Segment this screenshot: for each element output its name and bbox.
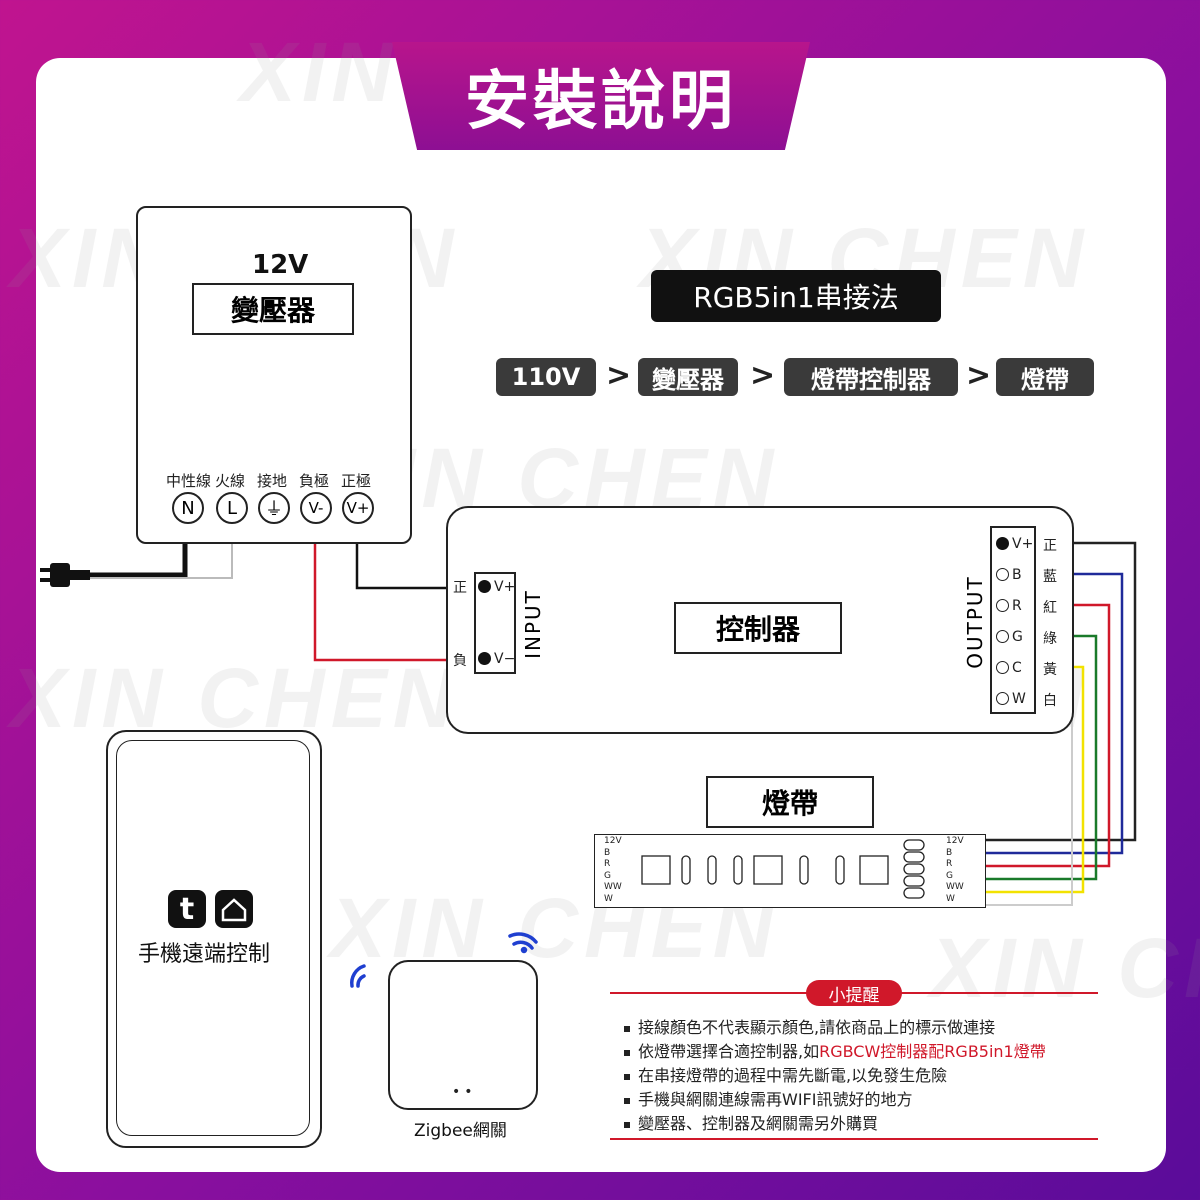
terminal-label: 接地 <box>257 472 288 490</box>
chain-step: 變壓器 <box>638 358 738 396</box>
transformer-voltage: 12V <box>252 250 309 280</box>
output-pin: G <box>1012 629 1023 645</box>
method-title: RGB5in1串接法 <box>651 270 941 322</box>
title-banner: 安裝說明 <box>392 42 810 150</box>
input-cn: 正 <box>453 580 467 596</box>
strip-pins-right: 12V B R G WW W <box>946 836 964 904</box>
input-label: INPUT <box>520 589 545 659</box>
tips-bottom-rule <box>610 1138 1098 1140</box>
input-cn: 負 <box>453 653 467 669</box>
output-pin: R <box>1012 598 1022 614</box>
wifi-icon <box>508 932 538 954</box>
tip-item: 在串接燈帶的過程中需先斷電,以免發生危險 <box>624 1062 947 1086</box>
input-dot <box>478 580 491 593</box>
output-cn: 藍 <box>1043 569 1057 585</box>
output-cn: 綠 <box>1043 631 1057 647</box>
input-pin: V+ <box>494 579 516 595</box>
controller-name-box: 控制器 <box>674 602 842 654</box>
ground-icon: ⏚ <box>258 492 290 524</box>
controller-name: 控制器 <box>715 613 800 646</box>
output-cn: 紅 <box>1043 600 1057 616</box>
strip-pins-left: 12V B R G WW W <box>604 836 622 904</box>
output-pin: C <box>1012 660 1022 676</box>
terminal-v-minus: V- <box>300 492 332 524</box>
input-pin: V− <box>494 651 516 667</box>
terminal-v-plus: V+ <box>342 492 374 524</box>
output-dot <box>996 661 1009 674</box>
output-cn: 白 <box>1043 693 1057 709</box>
phone-caption: 手機遠端控制 <box>138 942 271 967</box>
output-pin: V+ <box>1012 536 1034 552</box>
tip-item: 手機與網關連線需再WIFI訊號好的地方 <box>624 1086 912 1110</box>
terminal-label: 中性線 <box>166 472 212 490</box>
transformer-name-box: 變壓器 <box>192 283 354 335</box>
output-dot <box>996 537 1009 550</box>
terminal-l: L <box>216 492 248 524</box>
output-pin: B <box>1012 567 1022 583</box>
tip-item: 變壓器、控制器及網關需另外購買 <box>624 1110 878 1134</box>
output-pin: W <box>1012 691 1026 707</box>
home-icon <box>215 890 253 928</box>
terminal-label: 正極 <box>341 472 372 490</box>
chevron-right-icon: > <box>606 358 632 393</box>
strip-name: 燈帶 <box>761 787 818 820</box>
output-cn: 黃 <box>1043 662 1057 678</box>
led-strip-graphic <box>641 839 925 899</box>
terminal-label: 火線 <box>215 472 246 490</box>
chevron-right-icon: > <box>966 358 992 393</box>
tuya-icon: t <box>168 890 206 928</box>
tips-title: 小提醒 <box>806 980 902 1006</box>
tip-item: 依燈帶選擇合適控制器,如RGBCW控制器配RGB5in1燈帶 <box>624 1038 1046 1062</box>
wifi-icon <box>350 964 366 988</box>
chain-step: 110V <box>496 358 596 396</box>
transformer-box <box>136 206 412 544</box>
phone-screen <box>116 740 310 1136</box>
zigbee-gateway <box>388 960 538 1110</box>
output-dot <box>996 568 1009 581</box>
chevron-right-icon: > <box>750 358 776 393</box>
terminal-label: 負極 <box>299 472 330 490</box>
gateway-caption: Zigbee網關 <box>414 1121 507 1141</box>
led-strip <box>594 834 986 908</box>
input-dot <box>478 652 491 665</box>
watermark: XIN CHEN <box>10 651 460 745</box>
plug-icon <box>40 563 90 587</box>
transformer-name: 變壓器 <box>230 294 315 327</box>
page-title: 安裝說明 <box>465 65 737 139</box>
output-label: OUTPUT <box>962 575 987 669</box>
terminal-n: N <box>172 492 204 524</box>
output-dot <box>996 692 1009 705</box>
output-dot <box>996 630 1009 643</box>
chain-step: 燈帶控制器 <box>784 358 958 396</box>
output-cn: 正 <box>1043 538 1057 554</box>
tip-item: 接線顏色不代表顯示顏色,請依商品上的標示做連接 <box>624 1014 995 1038</box>
watermark: XIN CHEN <box>930 921 1200 1015</box>
gateway-led-dots: •• <box>452 1084 477 1100</box>
output-terminal-block <box>990 526 1036 714</box>
strip-name-box: 燈帶 <box>706 776 874 828</box>
output-dot <box>996 599 1009 612</box>
chain-step: 燈帶 <box>996 358 1094 396</box>
